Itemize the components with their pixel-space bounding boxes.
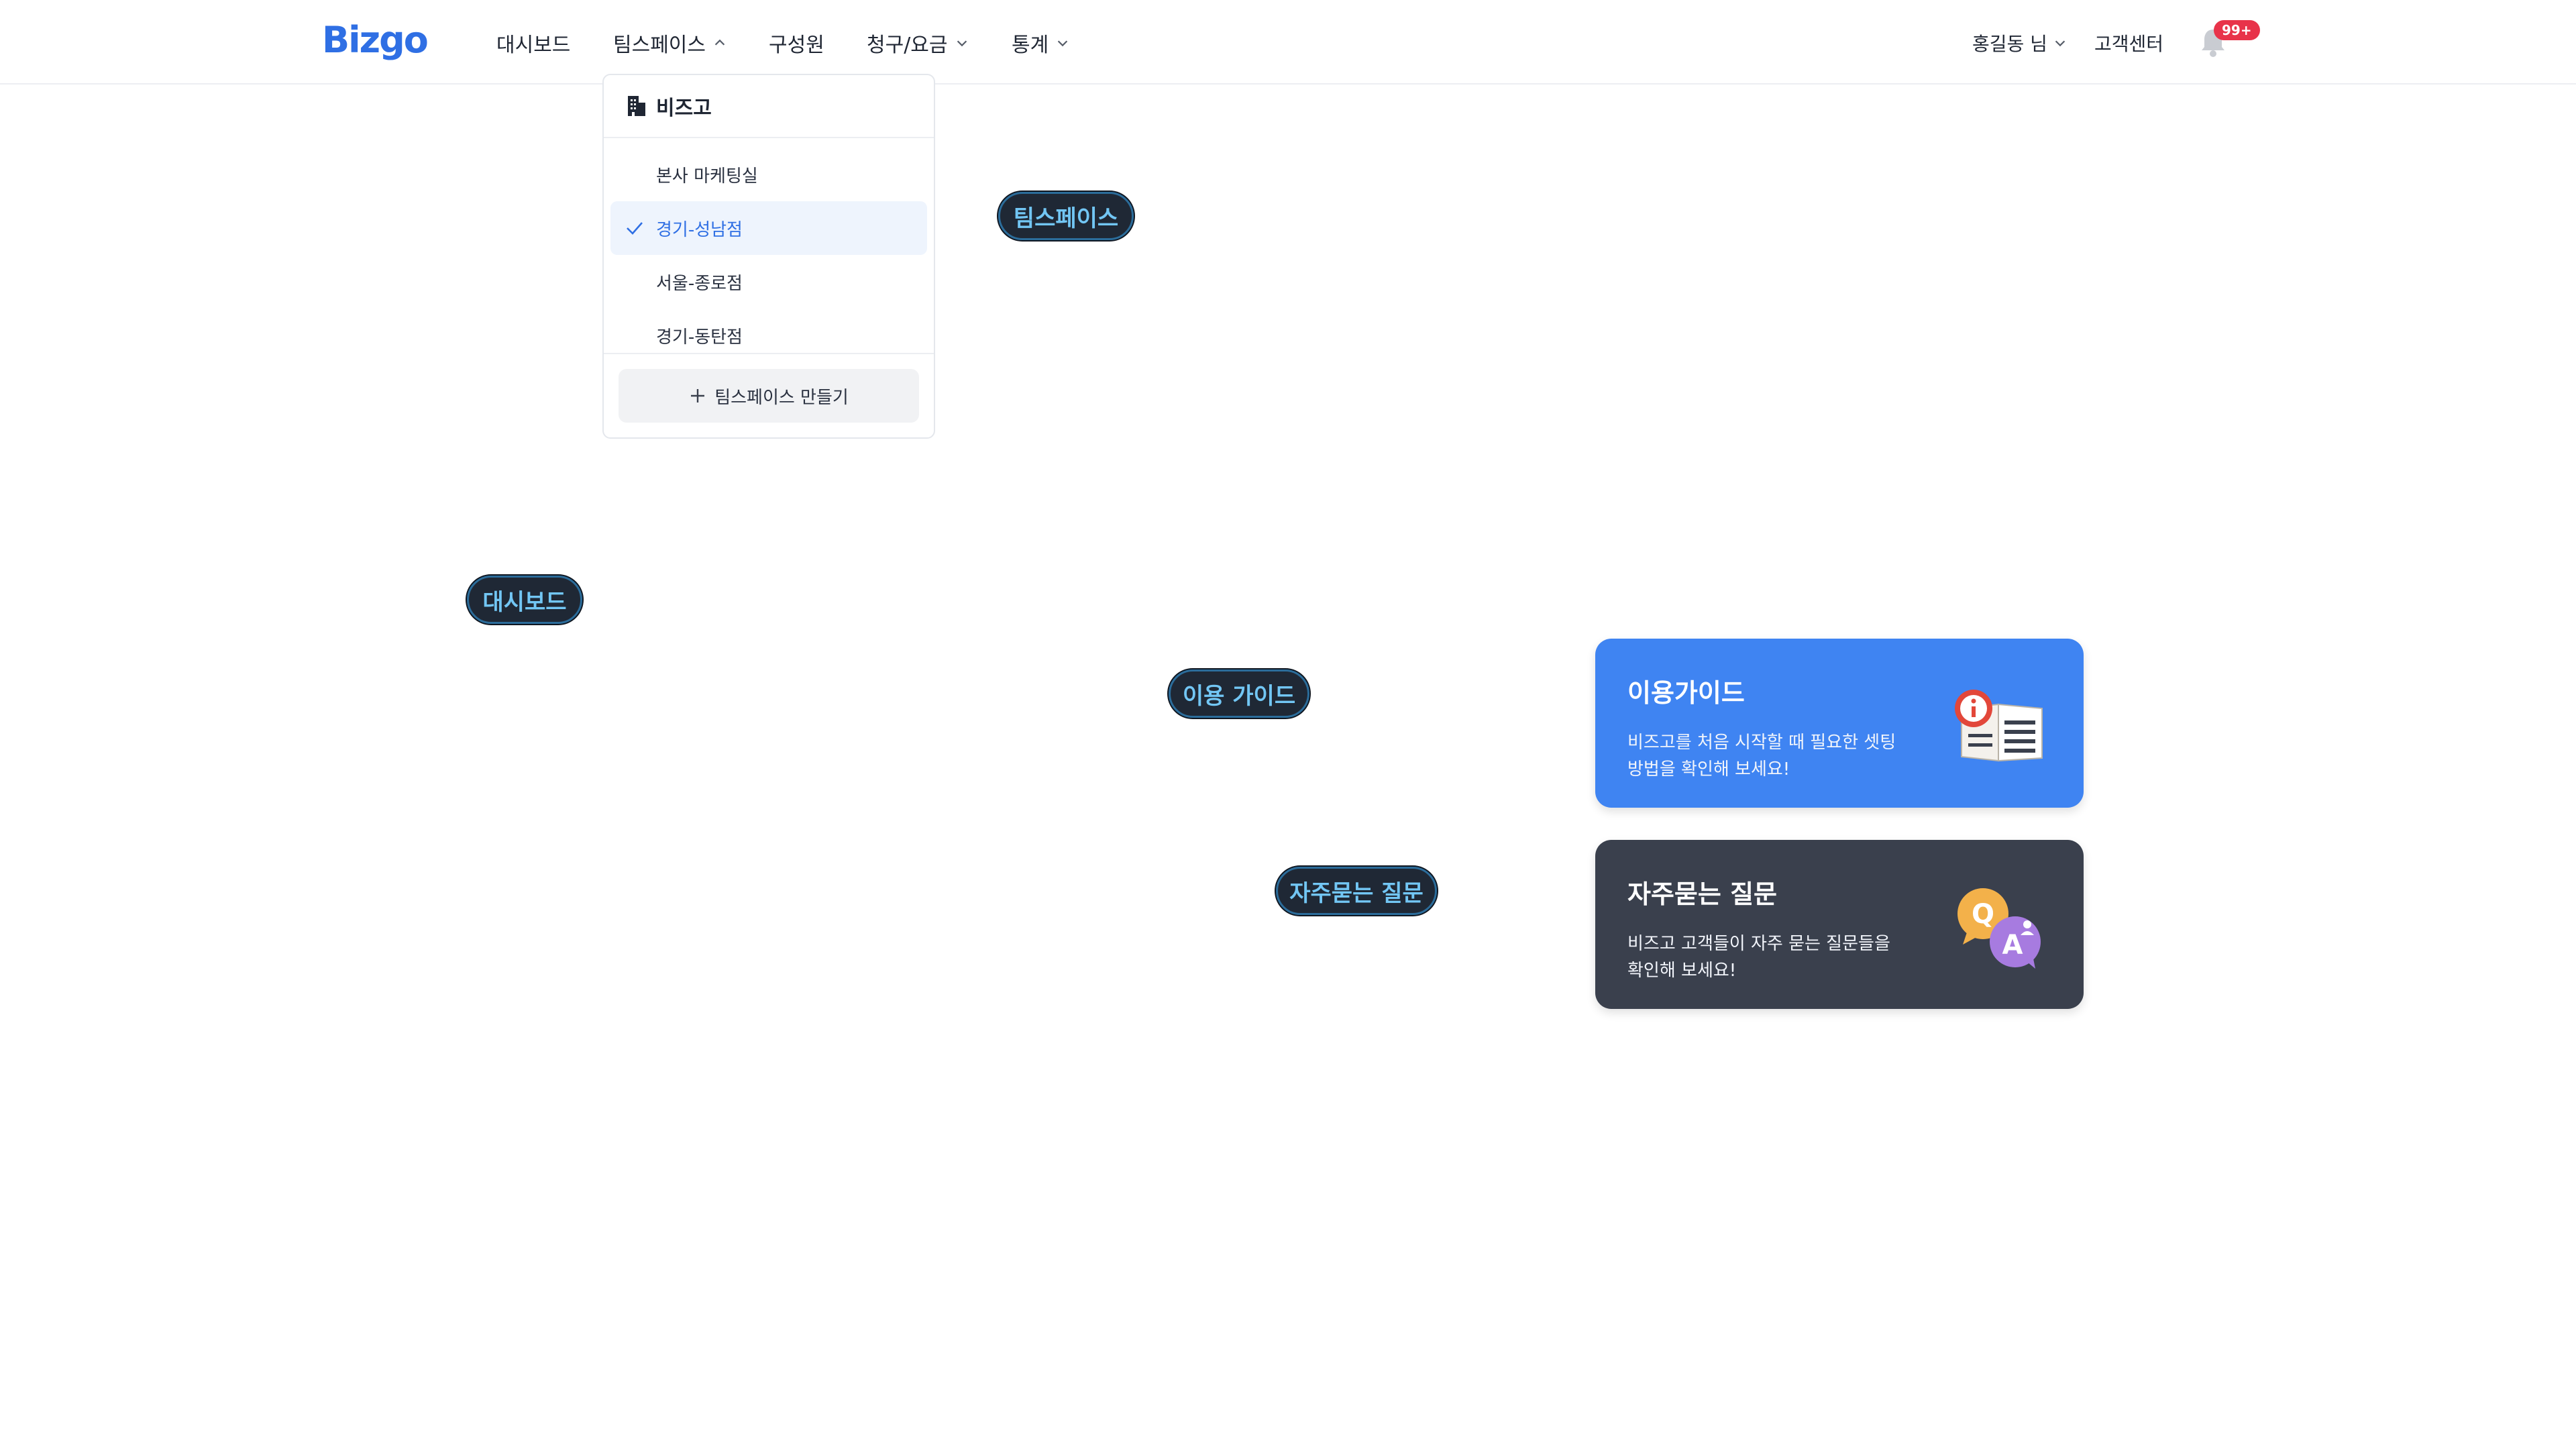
book-info-icon (1948, 682, 2049, 769)
guide-card-title: 이용가이드 (1627, 678, 1745, 708)
nav-dashboard[interactable]: 대시보드 (496, 28, 570, 58)
top-header: Bizgo 대시보드 팀스페이스 구성원 청구/요금 통계 홍길동 님 (0, 0, 2576, 85)
dropdown-header: 비즈고 (604, 75, 934, 138)
teamspace-item-label: 서울-종로점 (656, 273, 743, 294)
svg-text:A: A (2002, 930, 2023, 961)
tooltip-faq: 자주묻는 질문 (1276, 867, 1437, 915)
nav-members[interactable]: 구성원 (769, 28, 824, 58)
create-teamspace-button[interactable]: 팀스페이스 만들기 (619, 369, 919, 423)
svg-text:Q: Q (1972, 899, 1994, 930)
tooltip-teamspace: 팀스페이스 (998, 192, 1134, 240)
teamspace-item[interactable]: 서울-종로점 (610, 255, 927, 309)
faq-card-description: 비즈고 고객들이 자주 묻는 질문들을 확인해 보세요! (1627, 934, 1890, 981)
nav-teamspace[interactable]: 팀스페이스 (613, 28, 727, 58)
plus-icon (689, 387, 706, 405)
teamspace-dropdown: 비즈고 본사 마케팅실 경기-성남점 서울-종로점 경기-동탄점 팀 (602, 74, 935, 439)
user-name: 홍길동 님 (1972, 33, 2047, 55)
chevron-down-icon (1055, 36, 1070, 50)
teamspace-item[interactable]: 경기-동탄점 (610, 309, 927, 362)
nav-billing[interactable]: 청구/요금 (867, 28, 969, 58)
nav-statistics-label: 통계 (1012, 34, 1049, 57)
nav-members-label: 구성원 (769, 34, 824, 57)
faq-card[interactable]: 자주묻는 질문 비즈고 고객들이 자주 묻는 질문들을 확인해 보세요! Q A (1595, 840, 2084, 1009)
faq-card-title: 자주묻는 질문 (1627, 879, 1777, 909)
building-icon (627, 95, 647, 117)
chevron-up-icon (712, 36, 727, 50)
chevron-down-icon (955, 36, 969, 50)
teamspace-item-selected[interactable]: 경기-성남점 (610, 201, 927, 255)
nav-dashboard-label: 대시보드 (496, 34, 571, 57)
customer-center-link[interactable]: 고객센터 (2094, 33, 2164, 55)
notification-badge: 99+ (2214, 20, 2260, 40)
nav-statistics[interactable]: 통계 (1012, 28, 1070, 58)
tooltip-guide: 이용 가이드 (1169, 669, 1309, 718)
teamspace-list: 본사 마케팅실 경기-성남점 서울-종로점 경기-동탄점 (604, 138, 934, 354)
guide-card[interactable]: 이용가이드 비즈고를 처음 시작할 때 필요한 셋팅 방법을 확인해 보세요! (1595, 639, 2084, 808)
qa-bubbles-icon: Q A (1948, 883, 2049, 970)
teamspace-item-label: 경기-성남점 (656, 219, 743, 240)
nav-billing-label: 청구/요금 (867, 34, 948, 57)
create-teamspace-label: 팀스페이스 만들기 (714, 387, 849, 408)
dropdown-title: 비즈고 (656, 97, 712, 120)
guide-card-description: 비즈고를 처음 시작할 때 필요한 셋팅 방법을 확인해 보세요! (1627, 733, 1896, 780)
check-icon (624, 217, 645, 239)
teamspace-item-label: 경기-동탄점 (656, 327, 743, 347)
tooltip-dashboard: 대시보드 (467, 576, 582, 624)
user-menu[interactable]: 홍길동 님 (1972, 30, 2068, 56)
bizgo-logo[interactable]: Bizgo (322, 19, 429, 61)
teamspace-item[interactable]: 본사 마케팅실 (610, 148, 927, 201)
nav-teamspace-label: 팀스페이스 (613, 34, 706, 57)
chevron-down-icon (2053, 36, 2068, 50)
teamspace-item-label: 본사 마케팅실 (656, 166, 758, 186)
